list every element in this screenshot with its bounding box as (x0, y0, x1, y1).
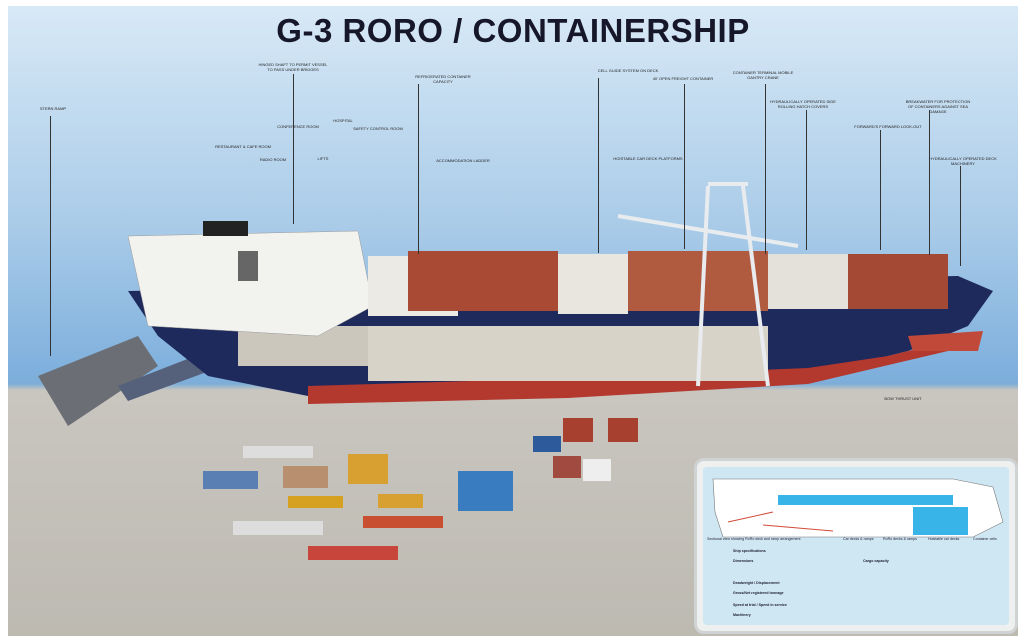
gantry-crane (617, 182, 799, 387)
stern-ramp (38, 336, 158, 426)
label-cell-guide-system: Cell guide system on deck (597, 68, 659, 73)
spec-machinery: Machinery (733, 613, 751, 617)
leader-line (418, 84, 419, 254)
label-conference-room: Conference room (277, 124, 319, 129)
spec-tonnage: Gross/Net registered tonnage (733, 591, 784, 595)
superstructure (127, 230, 374, 337)
deck-containers (368, 251, 948, 316)
leader-line (929, 110, 930, 255)
ship-cutaway-illustration (38, 182, 993, 560)
label-look-out: Forward's forward look-out (854, 124, 922, 129)
ship-specifications-panel: Sectional view showing RoRo deck and ram… (694, 458, 1018, 634)
label-hospital: Hospital (333, 118, 353, 123)
leader-line (960, 166, 961, 266)
label-hatch-covers: Hydraulically operated side rolling hatc… (770, 99, 836, 109)
label-safety-control-room: Safety control room (353, 126, 403, 131)
label-refrigerated-containers: Refrigerated container capacity (415, 74, 471, 84)
label-breakwater: Breakwater for protection of containers … (905, 99, 971, 114)
poster-title: G-3 RORO / CONTAINERSHIP (276, 12, 750, 49)
label-deck-machinery: Hydraulically operated deck machinery (929, 156, 997, 166)
label-open-freight-container: 40' open freight container (652, 76, 714, 81)
label-hoistable-car-decks: Hoistable car deck platforms (613, 156, 683, 161)
label-gantry-crane: Container terminal mobile gantry crane (732, 70, 794, 80)
legend-car-decks: Car decks & ramps (843, 537, 874, 541)
bridge (203, 221, 248, 236)
spec-speed: Speed at trial / Speed in service (733, 603, 787, 607)
poster: G-3 RORO / CONTAINERSHIP (8, 6, 1018, 636)
label-lifts: Lifts (317, 156, 329, 161)
leader-line (293, 74, 294, 224)
label-hinged-mast: Hinged shaft to permit vessel to pass un… (258, 62, 328, 72)
bulbous-bow (908, 331, 983, 351)
leader-line (880, 130, 881, 250)
quay-vehicles (203, 418, 638, 560)
label-radio-room: Radio room (259, 157, 287, 162)
label-bow-thrust: Bow thrust unit (884, 396, 922, 401)
spec-cargo-capacity: Cargo capacity (863, 559, 889, 563)
leader-line (684, 84, 685, 249)
hull-bottom-red (308, 336, 968, 404)
legend-hoistable-car-decks: Hoistable car decks (928, 537, 960, 541)
cargo-hold (368, 326, 768, 381)
label-stern-ramp: Stern ramp (39, 106, 67, 111)
leader-line (50, 116, 51, 356)
spec-dimensions: Dimensions (733, 559, 754, 563)
funnel (238, 251, 258, 281)
legend-roro-decks: RoRo decks & ramps (883, 537, 917, 541)
leader-line (598, 78, 599, 253)
legend-container-cells: Container cells (973, 537, 997, 541)
leader-line (765, 84, 766, 254)
spec-heading: Ship specifications (733, 549, 766, 553)
label-accommodation-ladder: Accommodation ladder (436, 158, 490, 163)
sectional-view-diagram (712, 478, 1004, 538)
leader-line (806, 110, 807, 250)
spec-deadweight: Deadweight / Displacement (733, 581, 780, 585)
label-restaurant: Restaurant & cafe room (215, 144, 271, 149)
section-caption: Sectional view showing RoRo deck and ram… (707, 537, 801, 541)
